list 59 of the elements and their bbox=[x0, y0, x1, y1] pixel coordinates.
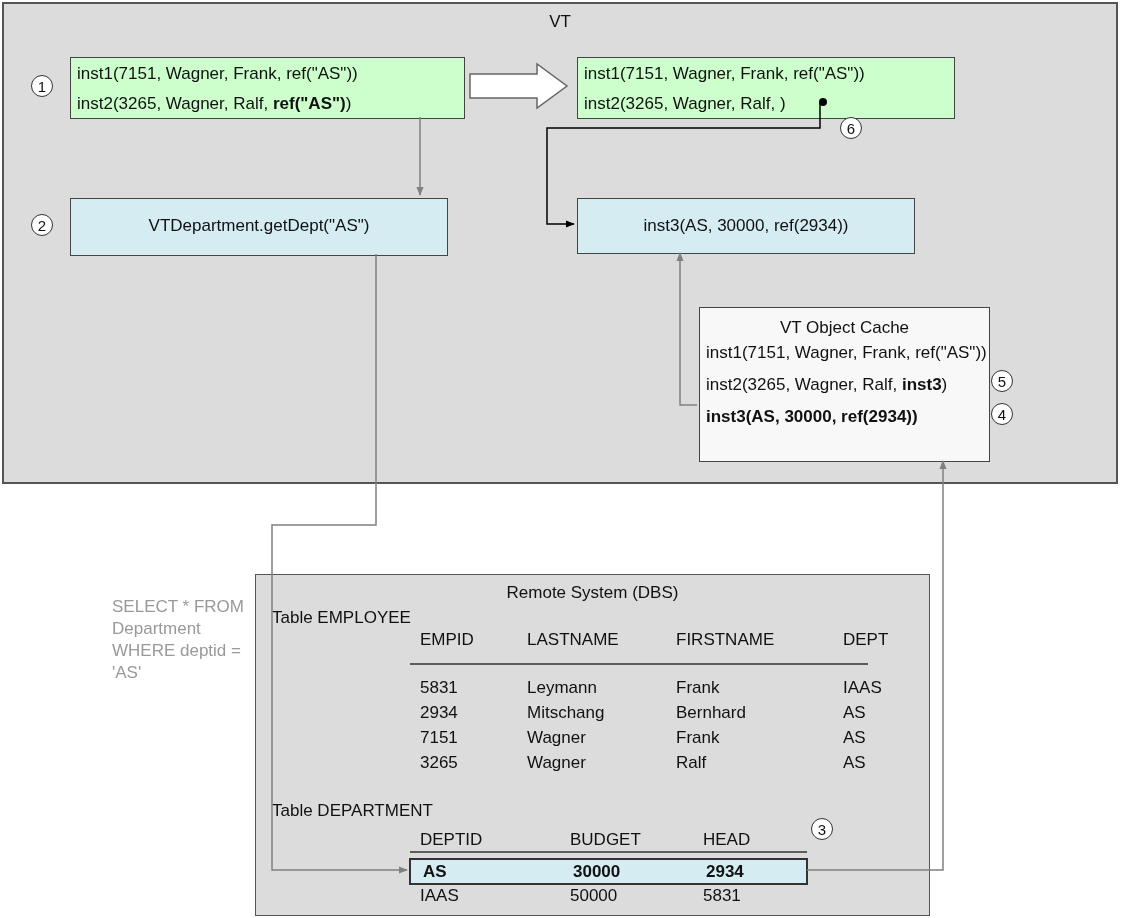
column-header: DEPT bbox=[843, 630, 889, 650]
table-cell: Ralf bbox=[676, 753, 707, 773]
arrow bbox=[271, 253, 408, 874]
table-cell: Frank bbox=[676, 678, 720, 698]
record-text: inst3(AS, 30000, ref(2934)) bbox=[642, 216, 850, 236]
table-cell: Wagner bbox=[527, 753, 586, 773]
record-text: inst1(7151, Wagner, Frank, ref("AS")) bbox=[584, 64, 865, 84]
edge-label: SELECT * FROM Department WHERE deptid = 'AS' bbox=[112, 596, 245, 684]
table-cell: Bernhard bbox=[676, 703, 746, 723]
table-cell: 50000 bbox=[570, 886, 618, 906]
record-text: inst1(7151, Wagner, Frank, ref("AS")) bbox=[706, 343, 987, 363]
table-cell: Mitschang bbox=[527, 703, 605, 723]
record-box bbox=[70, 57, 465, 119]
table-cell: 2934 bbox=[420, 703, 458, 723]
cache-box bbox=[699, 307, 990, 462]
table-title: Table DEPARTMENT bbox=[272, 801, 433, 821]
arrow bbox=[546, 102, 821, 228]
system-panel bbox=[2, 2, 1118, 484]
arrow bbox=[806, 460, 947, 871]
block-arrow bbox=[469, 62, 569, 110]
column-header: HEAD bbox=[703, 830, 751, 850]
record-text: inst2(3265, Wagner, Ralf, ) bbox=[584, 94, 786, 114]
table-cell: IAAS bbox=[420, 886, 459, 906]
record-text: inst1(7151, Wagner, Frank, ref("AS")) bbox=[77, 64, 358, 84]
table-cell: 5831 bbox=[703, 886, 741, 906]
table-cell: AS bbox=[423, 862, 447, 882]
table-cell: Frank bbox=[676, 728, 720, 748]
column-header: EMPID bbox=[420, 630, 474, 650]
table-cell: AS bbox=[843, 753, 866, 773]
system-panel bbox=[255, 574, 930, 916]
arrow bbox=[676, 252, 698, 406]
table-title: Table EMPLOYEE bbox=[272, 608, 411, 628]
table-cell: 3265 bbox=[420, 753, 458, 773]
panel-title: Remote System (DBS) bbox=[505, 583, 680, 603]
table-cell: Wagner bbox=[527, 728, 586, 748]
highlighted-row bbox=[409, 858, 808, 885]
object-box bbox=[577, 198, 915, 254]
table-cell: Leymann bbox=[527, 678, 597, 698]
table-cell: 5831 bbox=[420, 678, 458, 698]
box-title: VT Object Cache bbox=[778, 318, 911, 338]
table-cell: 2934 bbox=[706, 862, 744, 882]
record-text: VTDepartment.getDept("AS") bbox=[147, 216, 371, 236]
record-text: inst2(3265, Wagner, Ralf, ref("AS")) bbox=[77, 94, 352, 114]
record-box bbox=[577, 57, 955, 119]
column-header: DEPTID bbox=[420, 830, 483, 850]
reference-dot bbox=[819, 98, 827, 106]
column-header: LASTNAME bbox=[527, 630, 619, 650]
table-cell: AS bbox=[843, 703, 866, 723]
table-cell: AS bbox=[843, 728, 866, 748]
column-header: BUDGET bbox=[570, 830, 641, 850]
record-text: inst3(AS, 30000, ref(2934)) bbox=[706, 407, 918, 427]
record-text: inst2(3265, Wagner, Ralf, inst3) bbox=[706, 375, 948, 395]
table-cell: IAAS bbox=[843, 678, 882, 698]
arrow bbox=[416, 116, 424, 196]
method-box bbox=[70, 198, 448, 256]
table-cell: 30000 bbox=[573, 862, 621, 882]
column-header: FIRSTNAME bbox=[676, 630, 775, 650]
panel-title: VT bbox=[548, 12, 572, 32]
table-cell: 7151 bbox=[420, 728, 458, 748]
